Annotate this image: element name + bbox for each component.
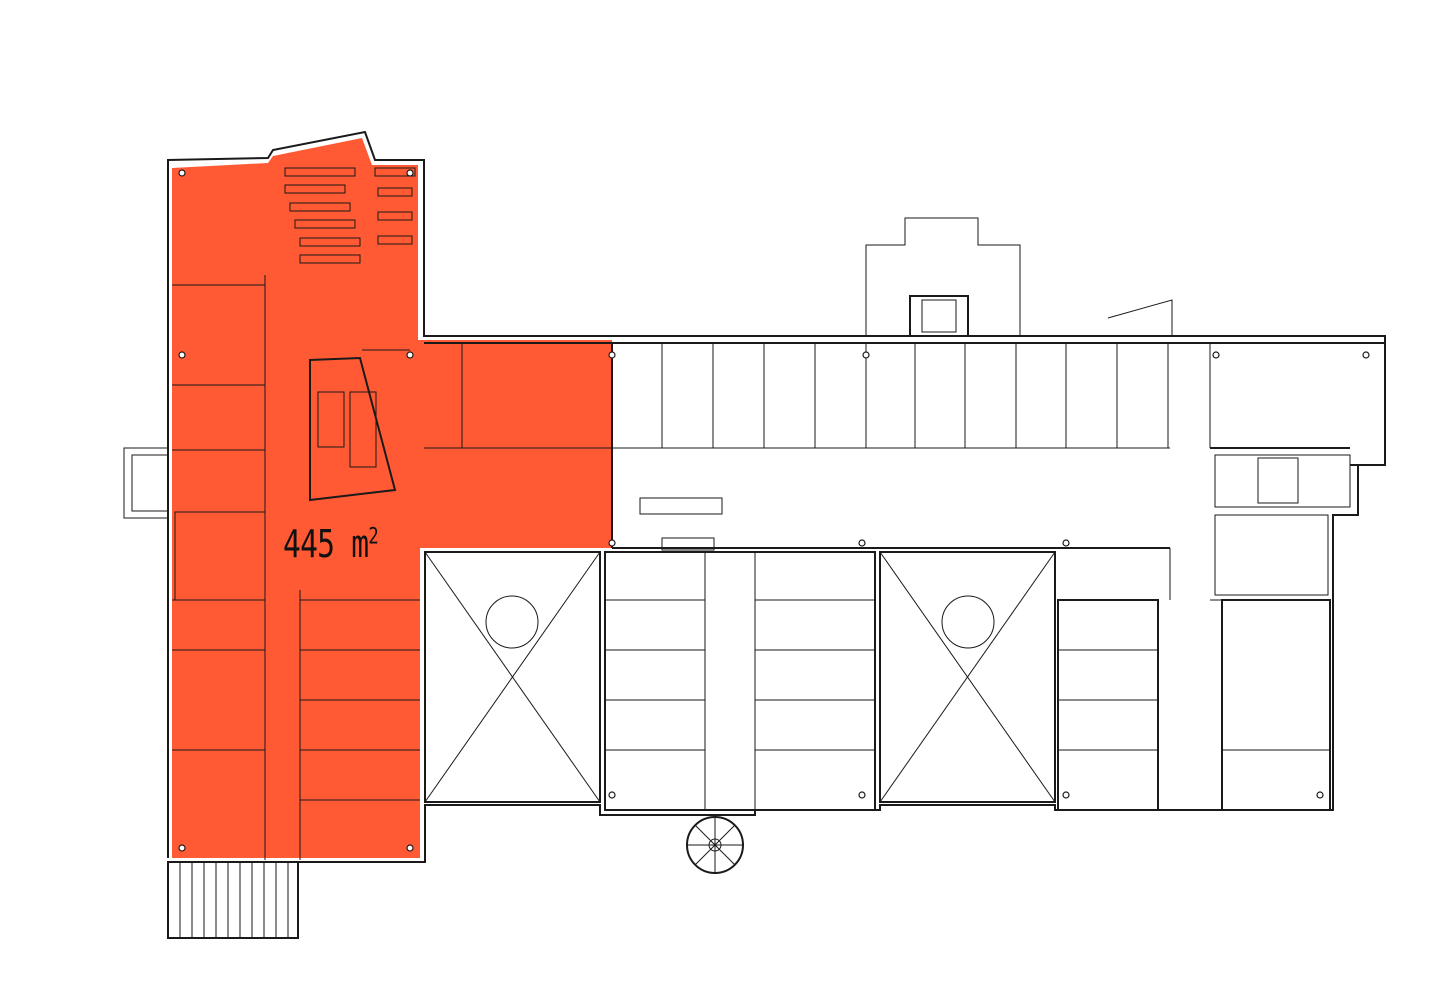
- corridor: [612, 447, 1350, 551]
- west-wing: [172, 275, 420, 860]
- north-rooms: [424, 342, 1385, 548]
- south-rooms: [424, 548, 1331, 811]
- entrance-stairs: [167, 861, 299, 939]
- area-label: 445 m2: [283, 522, 379, 566]
- north-tower: [865, 217, 1173, 337]
- auditorium-seating: [284, 167, 416, 264]
- area-unit-exponent: 2: [368, 524, 378, 550]
- outer-walls: [123, 130, 1386, 863]
- highlighted-area: [172, 138, 612, 858]
- east-core: [1214, 454, 1351, 596]
- spiral-stair: [686, 816, 744, 874]
- area-value: 445 m: [283, 522, 369, 566]
- columns: [178, 169, 1370, 852]
